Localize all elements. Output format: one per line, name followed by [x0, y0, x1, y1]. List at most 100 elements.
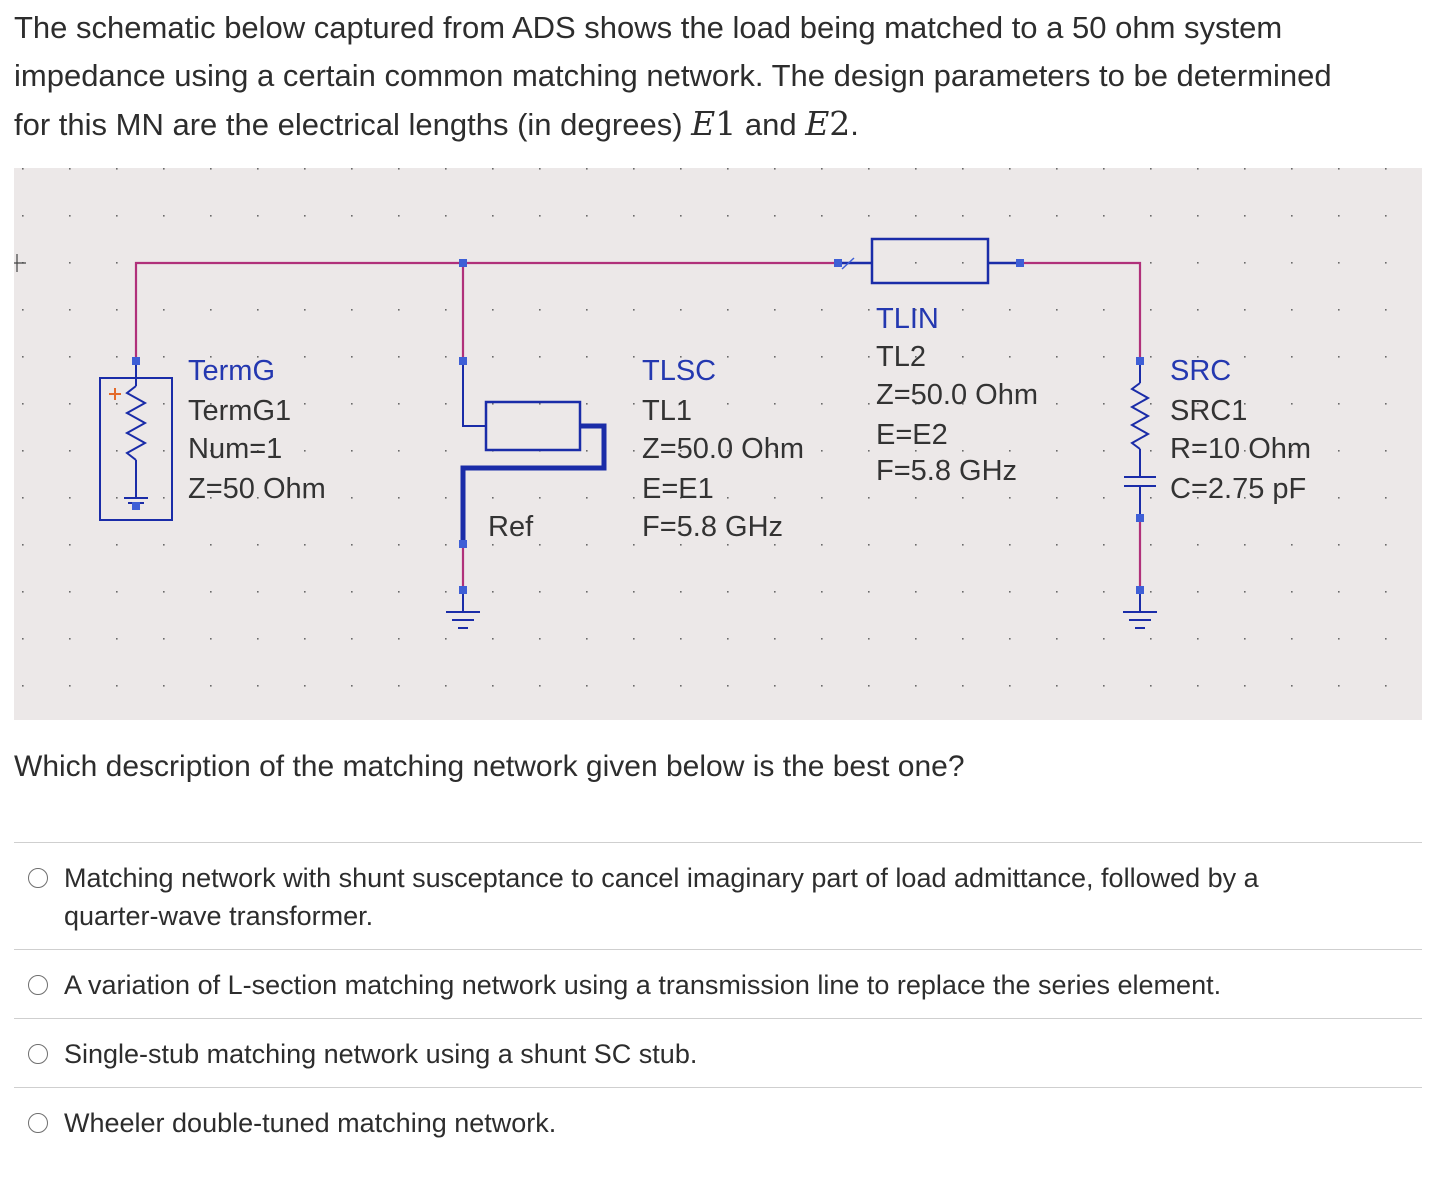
grid-dot: [398, 591, 400, 593]
grid-dot: [210, 638, 212, 640]
grid-dot: [586, 638, 588, 640]
grid-dot: [1291, 309, 1293, 311]
connection-pins: [132, 259, 1144, 594]
grid-dot: [1056, 168, 1058, 170]
grid-dot: [116, 591, 118, 593]
grid-dot: [1197, 497, 1199, 499]
grid-dot: [257, 638, 259, 640]
grid-dot: [1385, 309, 1387, 311]
grid-dot: [539, 544, 541, 546]
question-prompt: Which description of the matching networ…: [14, 750, 965, 783]
grid-dot: [69, 356, 71, 358]
tlin-label-f: F=5.8 GHz: [876, 455, 1017, 487]
grid-dot: [492, 638, 494, 640]
grid-dot: [821, 685, 823, 687]
grid-dot: [680, 685, 682, 687]
tlin-pin-marker: [841, 257, 855, 270]
grid-dot: [727, 591, 729, 593]
radio-button[interactable]: [28, 1113, 48, 1133]
grid-dot: [915, 497, 917, 499]
tlsc-label-name: TL1: [642, 395, 692, 427]
grid-dot: [1197, 215, 1199, 217]
grid-dot: [633, 638, 635, 640]
grid-dot: [163, 215, 165, 217]
grid-dot: [492, 544, 494, 546]
grid-dot: [1056, 685, 1058, 687]
answer-option-4[interactable]: Wheeler double-tuned matching network.: [14, 1087, 1422, 1156]
grid-dot: [22, 497, 24, 499]
grid-dot: [868, 356, 870, 358]
grid-dot: [445, 215, 447, 217]
grid-dot: [398, 403, 400, 405]
grid-dot: [1009, 450, 1011, 452]
radio-button[interactable]: [28, 868, 48, 888]
grid-dot: [492, 497, 494, 499]
grid-dot: [1291, 403, 1293, 405]
grid-dot: [586, 356, 588, 358]
grid-dot: [539, 168, 541, 170]
grid-dot: [1338, 168, 1340, 170]
grid-dot: [1056, 309, 1058, 311]
grid-dot: [1197, 450, 1199, 452]
grid-dot: [915, 544, 917, 546]
grid-dot: [868, 309, 870, 311]
grid-dot: [1291, 168, 1293, 170]
grid-dot: [1197, 638, 1199, 640]
src-component[interactable]: [1124, 361, 1156, 518]
grid-dot: [69, 638, 71, 640]
grid-dot: [680, 544, 682, 546]
grid-dot: [1338, 356, 1340, 358]
grid-dot: [304, 591, 306, 593]
grid-dot: [1009, 591, 1011, 593]
grid-dot: [1197, 591, 1199, 593]
grid-dot: [962, 685, 964, 687]
grid-dot: [1338, 497, 1340, 499]
grid-dot: [539, 497, 541, 499]
answer-option-2[interactable]: A variation of L-section matching networ…: [14, 949, 1422, 1018]
grid-dot: [962, 262, 964, 264]
grid-dot: [1244, 685, 1246, 687]
grid-dot: [1103, 450, 1105, 452]
radio-button[interactable]: [28, 975, 48, 995]
grid-dot: [680, 591, 682, 593]
grid-dot: [445, 168, 447, 170]
wire-main-left: [134, 261, 838, 361]
grid-dot: [586, 450, 588, 452]
grid-dot: [22, 215, 24, 217]
grid-dot: [445, 309, 447, 311]
e2-variable: E: [805, 104, 830, 143]
tlin-component[interactable]: [838, 237, 1020, 285]
grid-dot: [351, 544, 353, 546]
grid-dot: [680, 215, 682, 217]
grid-dot: [962, 309, 964, 311]
grid-dot: [22, 356, 24, 358]
grid-dot: [22, 544, 24, 546]
grid-dot: [304, 215, 306, 217]
grid-dot: [1103, 685, 1105, 687]
grid-dot: [69, 215, 71, 217]
grid-dot: [492, 685, 494, 687]
tlin-label-type: TLIN: [876, 303, 939, 335]
grid-dot: [774, 591, 776, 593]
grid-dot: [398, 450, 400, 452]
grid-dot: [915, 403, 917, 405]
tlin-label-z: Z=50.0 Ohm: [876, 379, 1038, 411]
grid-dot: [915, 309, 917, 311]
radio-button[interactable]: [28, 1044, 48, 1064]
answer-option-1[interactable]: Matching network with shunt susceptance …: [14, 842, 1422, 949]
grid-dot: [821, 215, 823, 217]
termg-component[interactable]: [99, 361, 173, 521]
tlsc-component[interactable]: [460, 361, 607, 544]
grid-dot: [351, 685, 353, 687]
grid-dot: [445, 450, 447, 452]
grid-dot: [398, 168, 400, 170]
grid-dot: [257, 685, 259, 687]
grid-dot: [1338, 450, 1340, 452]
grid-dot: [962, 450, 964, 452]
grid-dot: [398, 544, 400, 546]
grid-dot: [774, 450, 776, 452]
e1-index: 1: [715, 104, 737, 143]
answer-option-3[interactable]: Single-stub matching network using a shu…: [14, 1018, 1422, 1087]
grid-dot: [1244, 638, 1246, 640]
grid-dot: [586, 685, 588, 687]
